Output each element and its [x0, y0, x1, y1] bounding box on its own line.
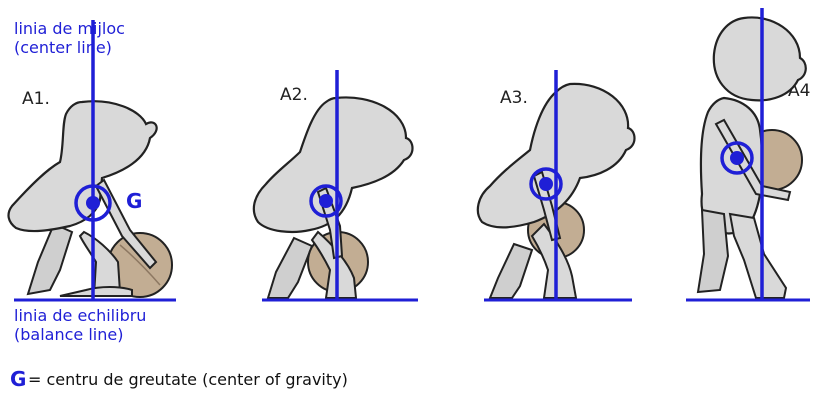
back-leg [28, 224, 72, 294]
center-line-label-ro: linia de mijloc [14, 19, 125, 38]
panel-label-a3: A3. [500, 88, 528, 108]
center-line-label-en: (center line) [14, 38, 112, 57]
panel-label-a2: A2. [280, 85, 308, 105]
legend-text: = centru de greutate (center of gravity) [28, 370, 348, 389]
front-leg [730, 214, 786, 298]
panel-a4: A4 [686, 8, 810, 300]
panel-label-a1: A1. [22, 89, 50, 109]
back-leg [268, 238, 312, 298]
head [714, 17, 806, 100]
panel-a2: A2. [254, 70, 418, 300]
balance-line-label-en: (balance line) [14, 325, 123, 344]
balance-line-label-ro: linia de echilibru [14, 306, 146, 325]
back-leg [698, 210, 728, 292]
panel-a1: A1. G [9, 20, 172, 300]
panel-a3: A3. [478, 70, 635, 300]
back-leg [490, 244, 532, 298]
legend: G = centru de greutate (center of gravit… [10, 367, 348, 391]
legend-g-symbol: G [10, 367, 26, 391]
g-label: G [126, 189, 142, 213]
